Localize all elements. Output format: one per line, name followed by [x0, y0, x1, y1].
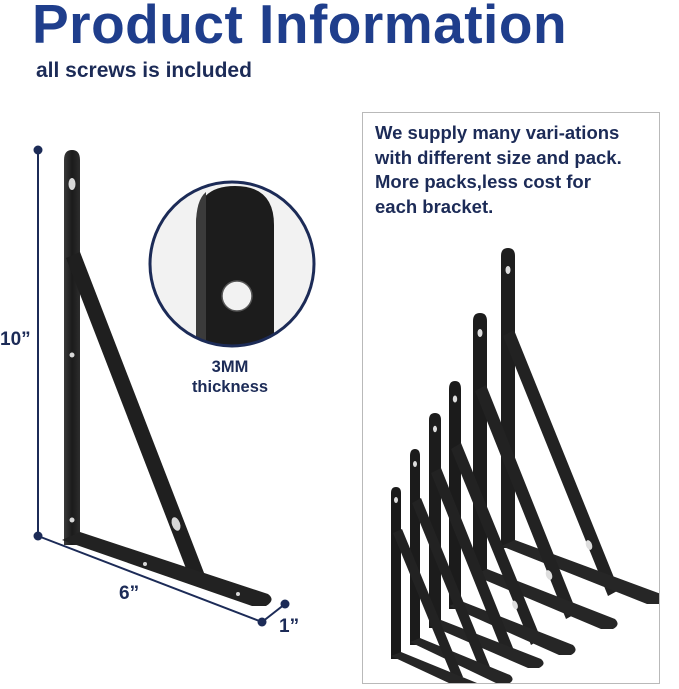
variations-description: We supply many vari-ations with differen…: [375, 121, 665, 219]
width-dimension-line: [37, 535, 267, 627]
thickness-caption-value: 3MM: [211, 358, 249, 376]
bracket-size-1: [391, 487, 477, 683]
bracket-size-4: [449, 381, 576, 655]
width-dimension-label: 6”: [119, 583, 140, 604]
depth-dimension-label: 1”: [279, 616, 300, 637]
thickness-caption-label: thickness: [191, 378, 269, 396]
variations-line: We supply many vari-ations: [375, 122, 620, 143]
page-subtitle: all screws is included: [36, 59, 252, 82]
variations-line: with different size and pack.: [375, 146, 622, 168]
thickness-zoom-circle: [148, 180, 316, 348]
bracket-size-6: [501, 248, 659, 604]
variations-line: each bracket.: [375, 195, 494, 217]
depth-dimension-line: [261, 599, 290, 623]
variations-panel: We supply many vari-ations with differen…: [362, 112, 660, 684]
thickness-caption: 3MM thickness: [176, 357, 284, 397]
variations-line: More packs,less cost for: [375, 171, 591, 192]
page-title: Product Information: [32, 0, 568, 55]
height-dimension-label: 10”: [0, 329, 31, 350]
height-dimension-line: [33, 145, 43, 541]
bracket-size-lineup: [391, 248, 659, 683]
bracket-size-3: [429, 413, 544, 668]
bracket-size-2: [410, 449, 513, 683]
large-bracket: [62, 150, 272, 606]
